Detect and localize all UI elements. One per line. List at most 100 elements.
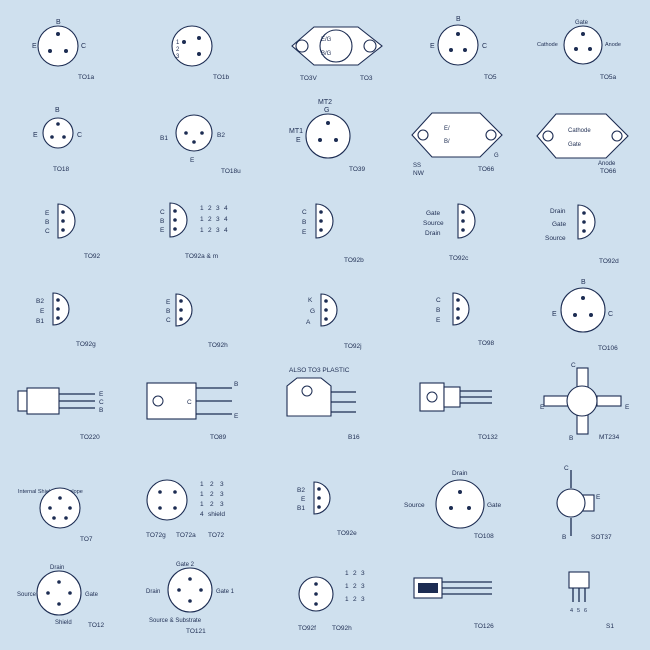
package-alias: TO72g [146,532,166,539]
s1-body [568,571,590,589]
pin-label: C [77,132,82,139]
pin-label: Drain [50,565,64,571]
package-alias: TO92h [332,625,352,632]
pin-dot [319,228,323,232]
pin-label: B [99,407,103,414]
pin-dot [179,308,183,312]
pin-dot [301,385,313,397]
pin-dot [317,487,321,491]
package-alias: NW [413,170,425,177]
pin-label: 1 [176,40,180,46]
pin-dot [485,129,497,141]
pin-label: Drain [550,208,566,215]
package-name: TO5 [484,74,497,81]
pin-dot [317,496,321,500]
pin-dot [461,219,465,223]
pkg-to3: E/G B/G TO3V TO3 [291,26,383,82]
pin-label: C [45,228,50,235]
pin-label: MT2 [318,99,332,106]
package-name: TO92a & m [185,253,218,260]
to106-case [560,287,606,333]
pkg-to18: B E C TO18 [33,107,82,173]
to1a-case [37,25,79,67]
package-name: TO18 [53,166,70,173]
to1b-case [171,25,213,67]
to18-case [42,117,74,149]
pkg-to66: E/ B/ SS G NW TO66 [411,112,503,177]
pin-dot [573,313,577,317]
pin-dot [152,395,164,407]
package-name: B16 [348,434,360,441]
pin-label: B1 [297,505,305,512]
label: 3 [216,227,220,234]
package-name: TO12 [88,622,105,629]
pin-label: B [234,381,238,388]
package-name: TO18u [221,168,241,175]
pkg-to18u: B1 B2 E TO18u [160,114,241,175]
pin-label: B/ [444,139,450,145]
to66a-flange [536,113,629,159]
pin-label: E [190,157,195,164]
pin-label: E/G [321,37,332,43]
pin-label: C [608,311,613,318]
pin-label: K [308,297,313,304]
pin-label: E [596,494,601,501]
label: 3 [361,570,365,577]
pin-dot [324,317,328,321]
pin-dot [200,131,204,135]
pin-dot [179,317,183,321]
package-name: TO66 [478,166,495,173]
pin-label: Cathode [537,42,558,48]
to72-case [146,479,188,521]
package-name: TO66 [600,168,617,175]
pin-label: Gate [568,142,582,148]
to66-flange [411,112,503,158]
pin-dot [319,210,323,214]
b16-body [286,377,332,417]
label: 3 [220,491,224,498]
pkg-to66a: Cathode Gate Anode TO66 [536,113,629,175]
pin-label: 5 [577,608,580,614]
pin-label: Source [17,592,37,598]
pin-dot [56,298,60,302]
mt234-case [566,385,598,417]
pin-dot [182,40,186,44]
to89-body [146,382,197,420]
package-name: TO92f [298,625,316,632]
pkg-to92g: B2 E B1 TO92g [36,292,96,348]
pin-dot [295,39,309,53]
package-name: TO92b [344,257,364,264]
pin-dot [46,591,50,595]
pin-label: C [482,43,487,50]
pin-label: 3 [176,54,180,60]
pin-label: E [436,317,441,324]
pin-label: C [436,297,441,304]
pin-dot [56,316,60,320]
pin-dot [56,32,60,36]
pin-dot [197,52,201,56]
pin-label: B2 [36,298,44,305]
pkg-to5: B E C TO5 [430,16,497,81]
pkg-to5a: Gate Cathode Anode TO5a [537,20,621,81]
pin-label: B/G [321,51,332,57]
pin-dot [158,506,162,510]
pin-label: B2 [217,132,225,139]
label: 3 [220,501,224,508]
label: 3 [361,583,365,590]
pin-label: E [33,132,38,139]
pin-dot [314,592,318,596]
pin-dot [173,506,177,510]
pkg-to220: E C B TO220 [17,387,104,441]
pin-dot [64,516,68,520]
pin-dot [588,47,592,51]
to220-tab [17,390,28,412]
pin-dot [50,135,54,139]
pin-dot [461,228,465,232]
pin-dot [324,299,328,303]
pkg-to121: Gate 2 Drain Gate 1 Source & Substrate T… [146,562,235,635]
pin-dot [417,129,429,141]
to5-case [437,24,479,66]
pin-dot [581,296,585,300]
pin-label: C [160,209,165,216]
